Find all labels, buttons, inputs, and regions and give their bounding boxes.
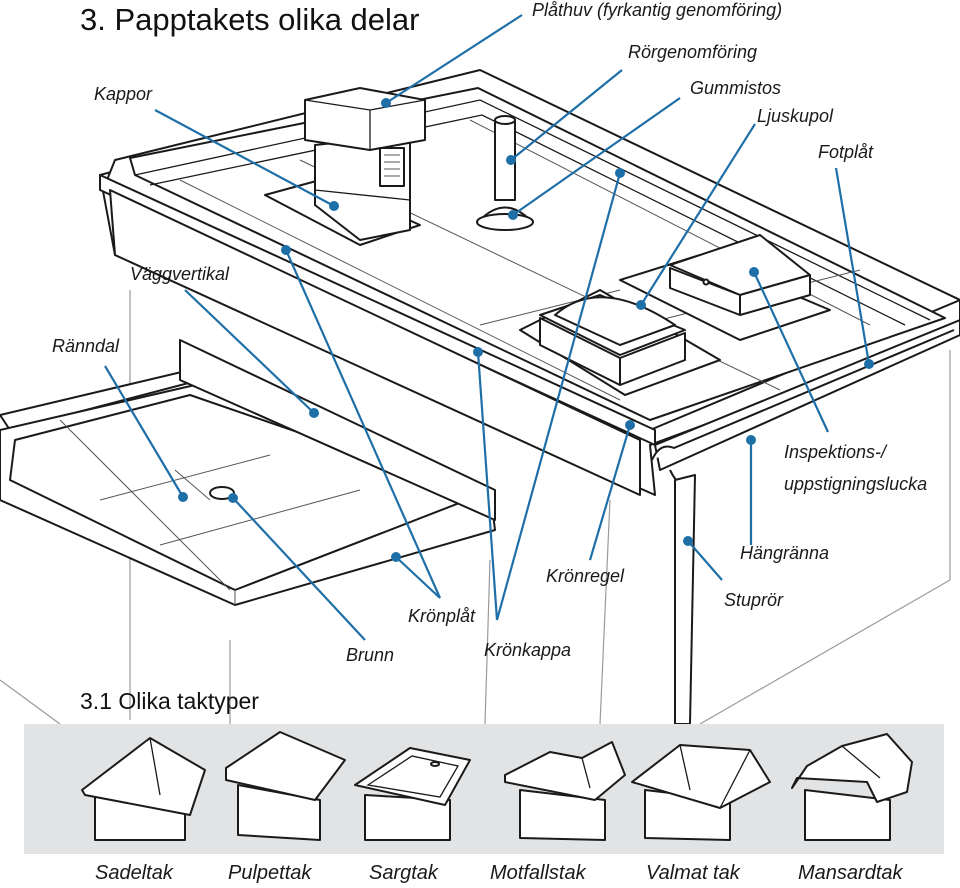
roof-type-motfallstak: Motfallstak: [490, 862, 586, 884]
label-inspektion-1: Inspektions-/: [784, 442, 887, 462]
roof-type-pulpettak: Pulpettak: [228, 862, 312, 884]
roof-type-sadeltak: Sadeltak: [95, 862, 173, 884]
motfallstak-icon: [504, 741, 626, 841]
pipe: [476, 115, 534, 231]
label-brunn: Brunn: [346, 645, 395, 665]
mansardtak-icon: [791, 733, 913, 841]
label-inspektion-2: uppstigningslucka: [784, 474, 928, 494]
label-kappor: Kappor: [94, 84, 153, 104]
label-stupror: Stuprör: [724, 590, 784, 610]
label-fotplat: Fotplåt: [818, 142, 874, 162]
roof-type-mansardtak: Mansardtak: [798, 862, 903, 884]
valmat-tak-icon: [631, 744, 771, 841]
label-gummistos: Gummistos: [690, 78, 782, 98]
pulpettak-icon: [225, 731, 346, 841]
label-ranndal: Ränndal: [52, 336, 120, 356]
lower-roof: [0, 339, 496, 606]
roof-type-valmat-tak: Valmat tak: [646, 862, 740, 884]
label-rorgenomforing: Rörgenomföring: [628, 42, 758, 62]
label-kronregel: Krönregel: [546, 566, 625, 586]
leader-lines: [104, 14, 874, 641]
label-hangranna: Hängränna: [740, 543, 830, 563]
page-title: 3. Papptakets olika delar: [80, 2, 420, 37]
sargtak-icon: [354, 747, 471, 841]
hatch: [619, 234, 831, 341]
plathuv-box: [264, 87, 426, 246]
skylight: [519, 289, 721, 396]
label-kronkappa: Krönkappa: [484, 640, 572, 660]
label-ljuskupol: Ljuskupol: [757, 106, 834, 126]
roof-type-sargtak: Sargtak: [369, 862, 438, 884]
section-subtitle: 3.1 Olika taktyper: [80, 688, 259, 714]
label-vaggvertikal: Väggvertikal: [130, 264, 230, 284]
label-plathuv: Plåthuv (fyrkantig genomföring): [532, 0, 783, 20]
sadeltak-icon: [81, 737, 206, 841]
label-kronplat: Krönplåt: [408, 606, 476, 626]
